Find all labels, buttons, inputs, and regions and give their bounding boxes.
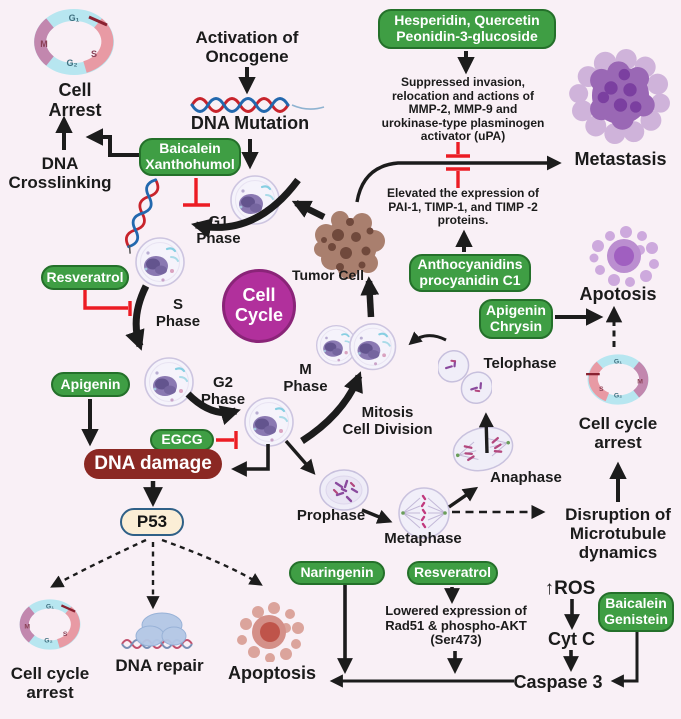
g1-phase-label: G1 Phase bbox=[196, 213, 241, 247]
metaphase-label: Metaphase bbox=[384, 530, 462, 547]
m-phase-label: M Phase bbox=[283, 361, 328, 395]
badge-apigenin-chrysin: Apigenin Chrysin bbox=[479, 299, 553, 339]
dashed-arrow-p53-to-apoptosis bbox=[161, 538, 263, 586]
disruption-microtubule-label: Disruption of Microtubule dynamics bbox=[565, 505, 671, 563]
arc-s-phase bbox=[125, 284, 150, 351]
s-phase-label: S Phase bbox=[155, 296, 201, 330]
arrow-metaphase-to-anaphase bbox=[448, 486, 479, 509]
badge-baicalein-genistein: Baicalein Genistein bbox=[598, 592, 674, 632]
dna-strand-icon bbox=[125, 178, 160, 254]
cell-cycle-ring-icon-right bbox=[583, 350, 653, 412]
dna-repair-icon bbox=[121, 612, 193, 649]
metastasis-label: Metastasis bbox=[574, 149, 667, 169]
cyt-c-label: Cyt C bbox=[547, 629, 595, 649]
telophase-label: Telophase bbox=[483, 355, 557, 372]
inhibition-baicalein bbox=[183, 178, 210, 207]
badge-hesperidin-quercetin: Hesperidin, Quercetin Peonidin-3-glucosi… bbox=[378, 9, 556, 49]
cell-cycle-arrest-left-label: Cell cycle arrest bbox=[10, 664, 90, 703]
badge-baicalein-xanthohumol: Baicalein Xanthohumol bbox=[139, 138, 241, 176]
dna-damage-badge: DNA damage bbox=[84, 449, 222, 479]
dashed-arrow-p53-to-arrest bbox=[50, 538, 147, 588]
g2-phase-label: G2 Phase bbox=[200, 374, 246, 408]
elevated-expression-label: Elevated the expression of PAI-1, TIMP-1… bbox=[386, 186, 540, 228]
dna-crosslinking-label: DNA Crosslinking bbox=[8, 154, 112, 193]
telophase-cell-icon bbox=[438, 349, 492, 405]
arrow-baicaleingenistein-to-caspase bbox=[610, 632, 639, 688]
metastasis-cells-icon bbox=[569, 48, 670, 145]
badge-naringenin: Naringenin bbox=[289, 561, 385, 585]
suppressed-invasion-label: Suppressed invasion, relocation and acti… bbox=[381, 75, 545, 144]
ros-label: ↑ROS bbox=[544, 578, 596, 599]
badge-egcg: EGCG bbox=[150, 429, 214, 451]
inhibition-egcg bbox=[216, 431, 238, 449]
dna-repair-label: DNA repair bbox=[115, 656, 204, 675]
dna-helix-icon bbox=[190, 97, 325, 113]
caspase3-label: Caspase 3 bbox=[513, 672, 603, 692]
tumor-cell-label: Tumor Cell bbox=[291, 267, 365, 283]
p53-badge: P53 bbox=[120, 508, 184, 536]
cell-cycle-ring-icon-top-left bbox=[28, 4, 120, 84]
cell-cycle-ring-icon-bottom-left bbox=[15, 595, 85, 657]
g2-cell-icon bbox=[143, 356, 195, 408]
badge-apigenin: Apigenin bbox=[51, 372, 130, 397]
tumor-cell-icon bbox=[314, 211, 385, 279]
cell-cycle-arrest-right-label: Cell cycle arrest bbox=[578, 414, 658, 453]
cell-cycle-hub: Cell Cycle bbox=[222, 269, 296, 343]
badge-resveratrol-cycle: Resveratrol bbox=[41, 265, 129, 290]
apoptosis-label: Apoptosis bbox=[228, 663, 316, 683]
anaphase-cell-icon bbox=[452, 426, 514, 472]
badge-anthocyanidins: Anthocyanidins procyanidin C1 bbox=[409, 254, 531, 292]
anaphase-label: Anaphase bbox=[490, 469, 562, 486]
apotosis-label: Apotosis bbox=[579, 284, 657, 304]
arrow-cells-to-tumor bbox=[360, 276, 380, 318]
dna-mutation-label: DNA Mutation bbox=[190, 113, 310, 133]
badge-resveratrol-bottom: Resveratrol bbox=[407, 561, 498, 585]
cell-arrest-label: Cell Arrest bbox=[48, 80, 102, 121]
arrow-telophase-to-cells bbox=[408, 331, 447, 346]
s-phase-cell-icon bbox=[134, 236, 186, 288]
activation-oncogene-label: Activation of Oncogene bbox=[195, 28, 299, 67]
inhibition-metastasis-upper bbox=[446, 142, 470, 158]
prophase-cell-icon bbox=[319, 469, 369, 511]
apoptosis-cell-purple-icon bbox=[589, 226, 659, 287]
metaphase-cell-icon bbox=[398, 487, 450, 539]
arrow-baicalein-to-arrest bbox=[85, 128, 141, 157]
mitosis-label: Mitosis Cell Division bbox=[342, 404, 433, 438]
g2m-cell-icon bbox=[243, 396, 295, 448]
lowered-expression-label: Lowered expression of Rad51 & phospho-AK… bbox=[385, 603, 527, 648]
apoptosis-cell-pink-icon bbox=[237, 602, 304, 662]
prophase-label: Prophase bbox=[296, 507, 366, 524]
